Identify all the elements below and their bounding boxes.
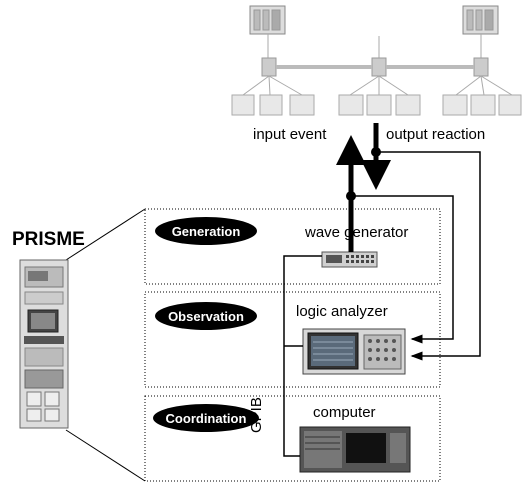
hub-left-icon <box>261 57 277 77</box>
prisme-rack-icon <box>19 259 69 429</box>
output-tap-line <box>376 151 481 361</box>
output-reaction-label: output reaction <box>386 126 486 143</box>
generation-badge: Generation <box>155 217 257 245</box>
logic-analyzer-icon <box>302 328 406 375</box>
logic-analyzer-label: logic analyzer <box>296 303 388 320</box>
hub-center-icon <box>371 57 387 77</box>
computer-label: computer <box>313 404 376 421</box>
input-event-label: input event <box>253 126 327 143</box>
wave-generator-label: wave generator <box>305 224 409 241</box>
computer-icon <box>299 426 411 473</box>
gpib-label: GPIB <box>248 397 265 433</box>
input-tap-line <box>351 195 454 344</box>
coordination-badge: Coordination <box>153 404 259 432</box>
hub-right-icon <box>473 57 489 77</box>
system-title: PRISME <box>12 229 85 250</box>
observation-badge: Observation <box>155 302 257 330</box>
wave-generator-icon <box>321 251 378 268</box>
network-illustration <box>231 5 522 116</box>
section-coordination-box <box>144 395 441 482</box>
section-generation-box <box>144 208 441 285</box>
gpib-bus-line <box>283 255 322 457</box>
